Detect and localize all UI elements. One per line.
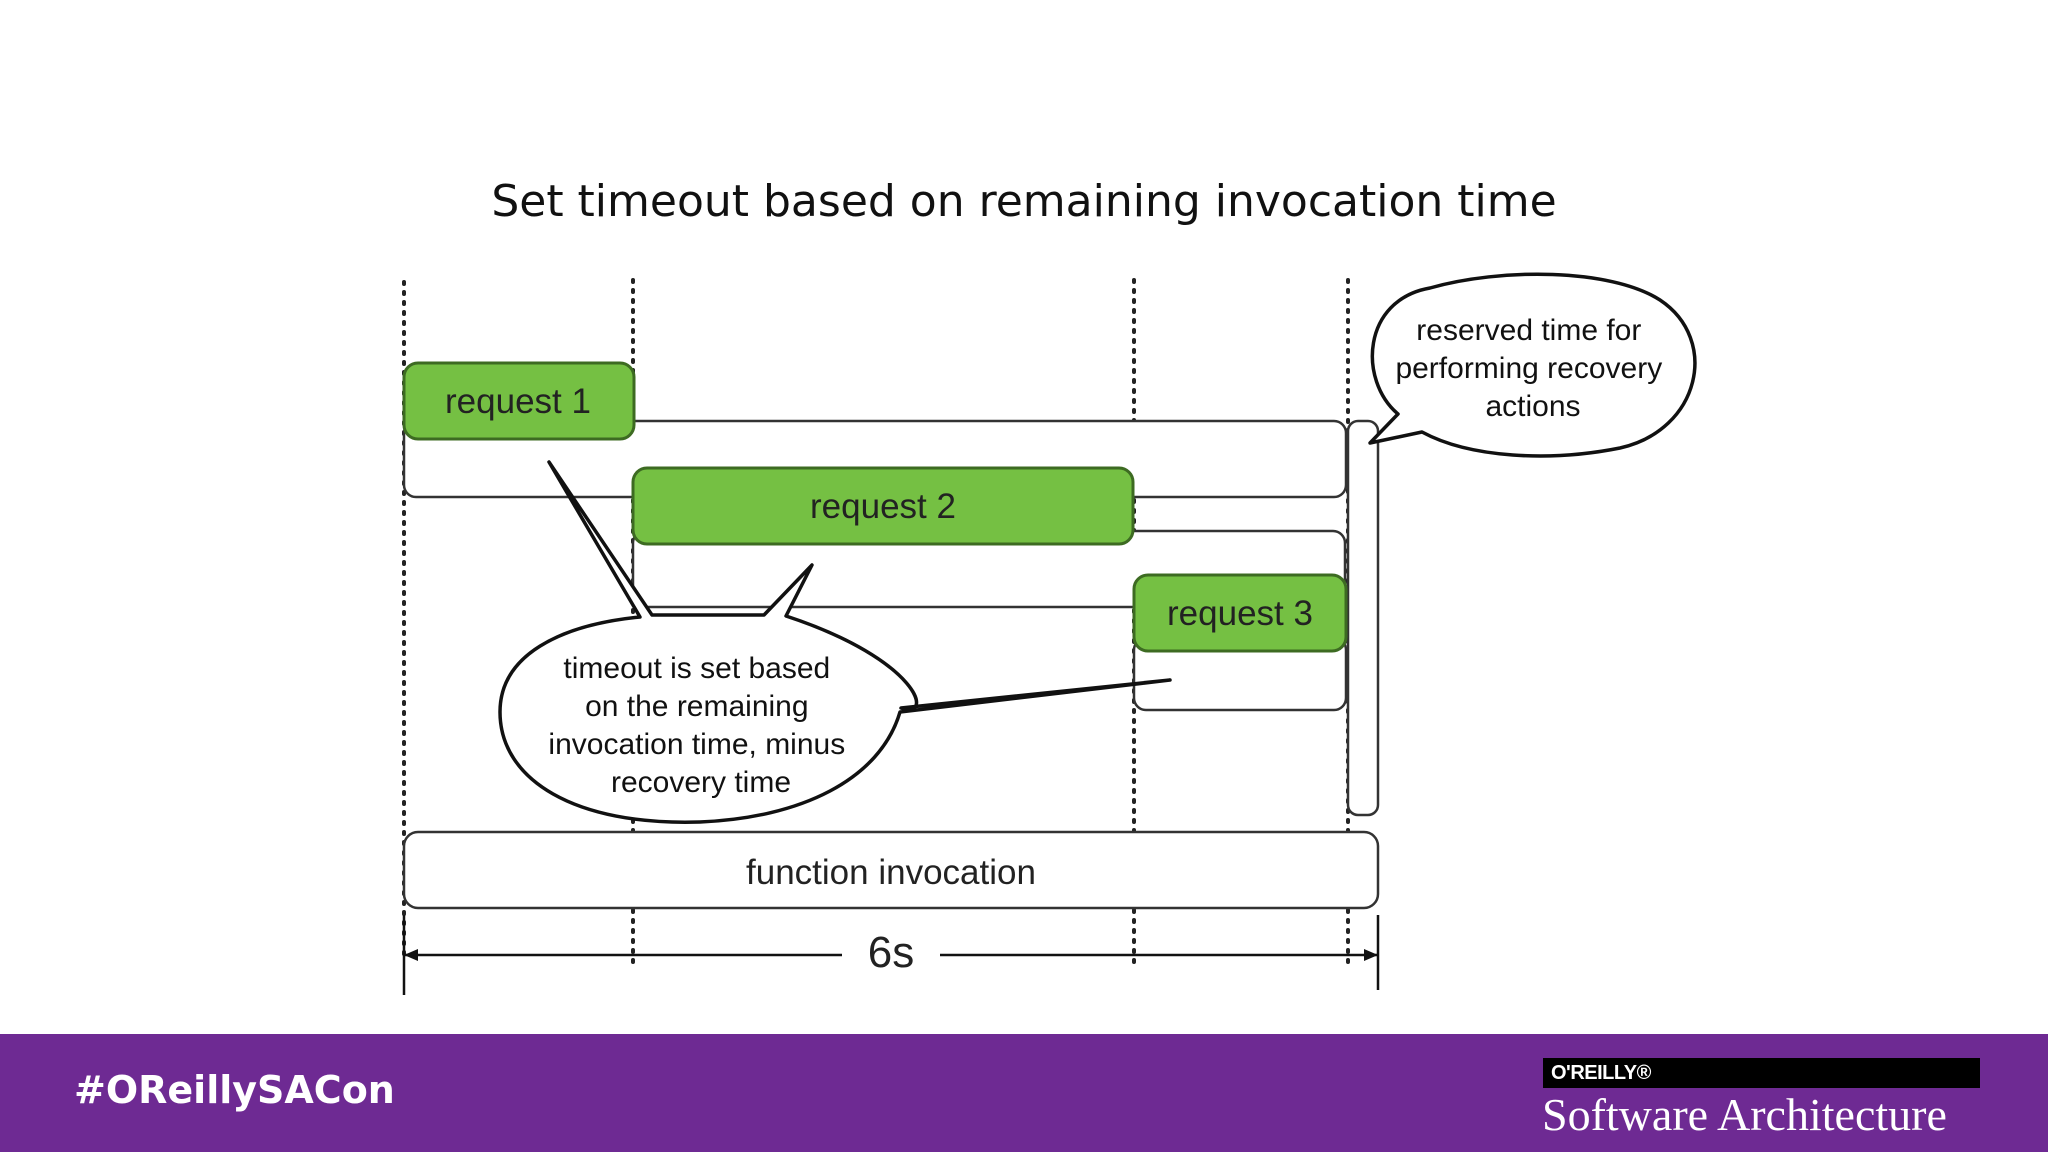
- reserved-callout-line-2: performing recovery: [1395, 352, 1662, 385]
- request-2-label: request 2: [810, 487, 956, 526]
- reserved-callout-line-3: actions: [1485, 390, 1580, 423]
- timeout-callout: timeout is set based on the remaining in…: [498, 460, 1172, 824]
- request-1-label: request 1: [445, 382, 591, 421]
- reserved-time-bar: [1346, 419, 1380, 817]
- duration-dimension: [402, 915, 1380, 995]
- event-name: Software Architecture: [1542, 1089, 1947, 1140]
- timeout-callout-line-3: invocation time, minus: [548, 728, 845, 761]
- timeout-callout-line-1: timeout is set based: [563, 652, 830, 685]
- slide-title: Set timeout based on remaining invocatio…: [491, 176, 1557, 227]
- timeout-callout-line-2: on the remaining: [585, 690, 808, 723]
- publisher-logo-text: O'REILLY®: [1551, 1062, 1651, 1084]
- request-box-1: request 1: [402, 361, 636, 441]
- svg-text:reserved time for perf: reserved time for performing recovery ac…: [1395, 314, 1670, 423]
- duration-label: 6s: [868, 928, 914, 977]
- timeout-callout-bubble: [498, 460, 1172, 824]
- request-box-3: request 3: [1132, 573, 1348, 653]
- timeout-callout-line-4: recovery time: [611, 766, 791, 799]
- reserved-callout: reserved time for performing recovery ac…: [1368, 272, 1697, 458]
- svg-text:timeout is set based o: timeout is set based on the remaining in…: [548, 652, 853, 799]
- request-box-2: request 2: [631, 466, 1135, 546]
- conference-hashtag: #OReillySACon: [74, 1068, 395, 1112]
- duration-arrow-left: [404, 949, 418, 961]
- function-invocation-label: function invocation: [746, 853, 1036, 892]
- timeout-diagram: request 1 request 2 request 3 function i…: [402, 272, 1697, 995]
- footer-bar: #OReillySACon O'REILLY® Software Archite…: [0, 1034, 2048, 1152]
- reserved-callout-bubble: [1368, 272, 1697, 458]
- request-3-label: request 3: [1167, 594, 1313, 633]
- duration-arrow-right: [1364, 949, 1378, 961]
- reserved-callout-line-1: reserved time for: [1416, 314, 1641, 347]
- function-invocation-bar: function invocation: [402, 830, 1380, 910]
- publisher-logo-bar: O'REILLY®: [1543, 1058, 1980, 1088]
